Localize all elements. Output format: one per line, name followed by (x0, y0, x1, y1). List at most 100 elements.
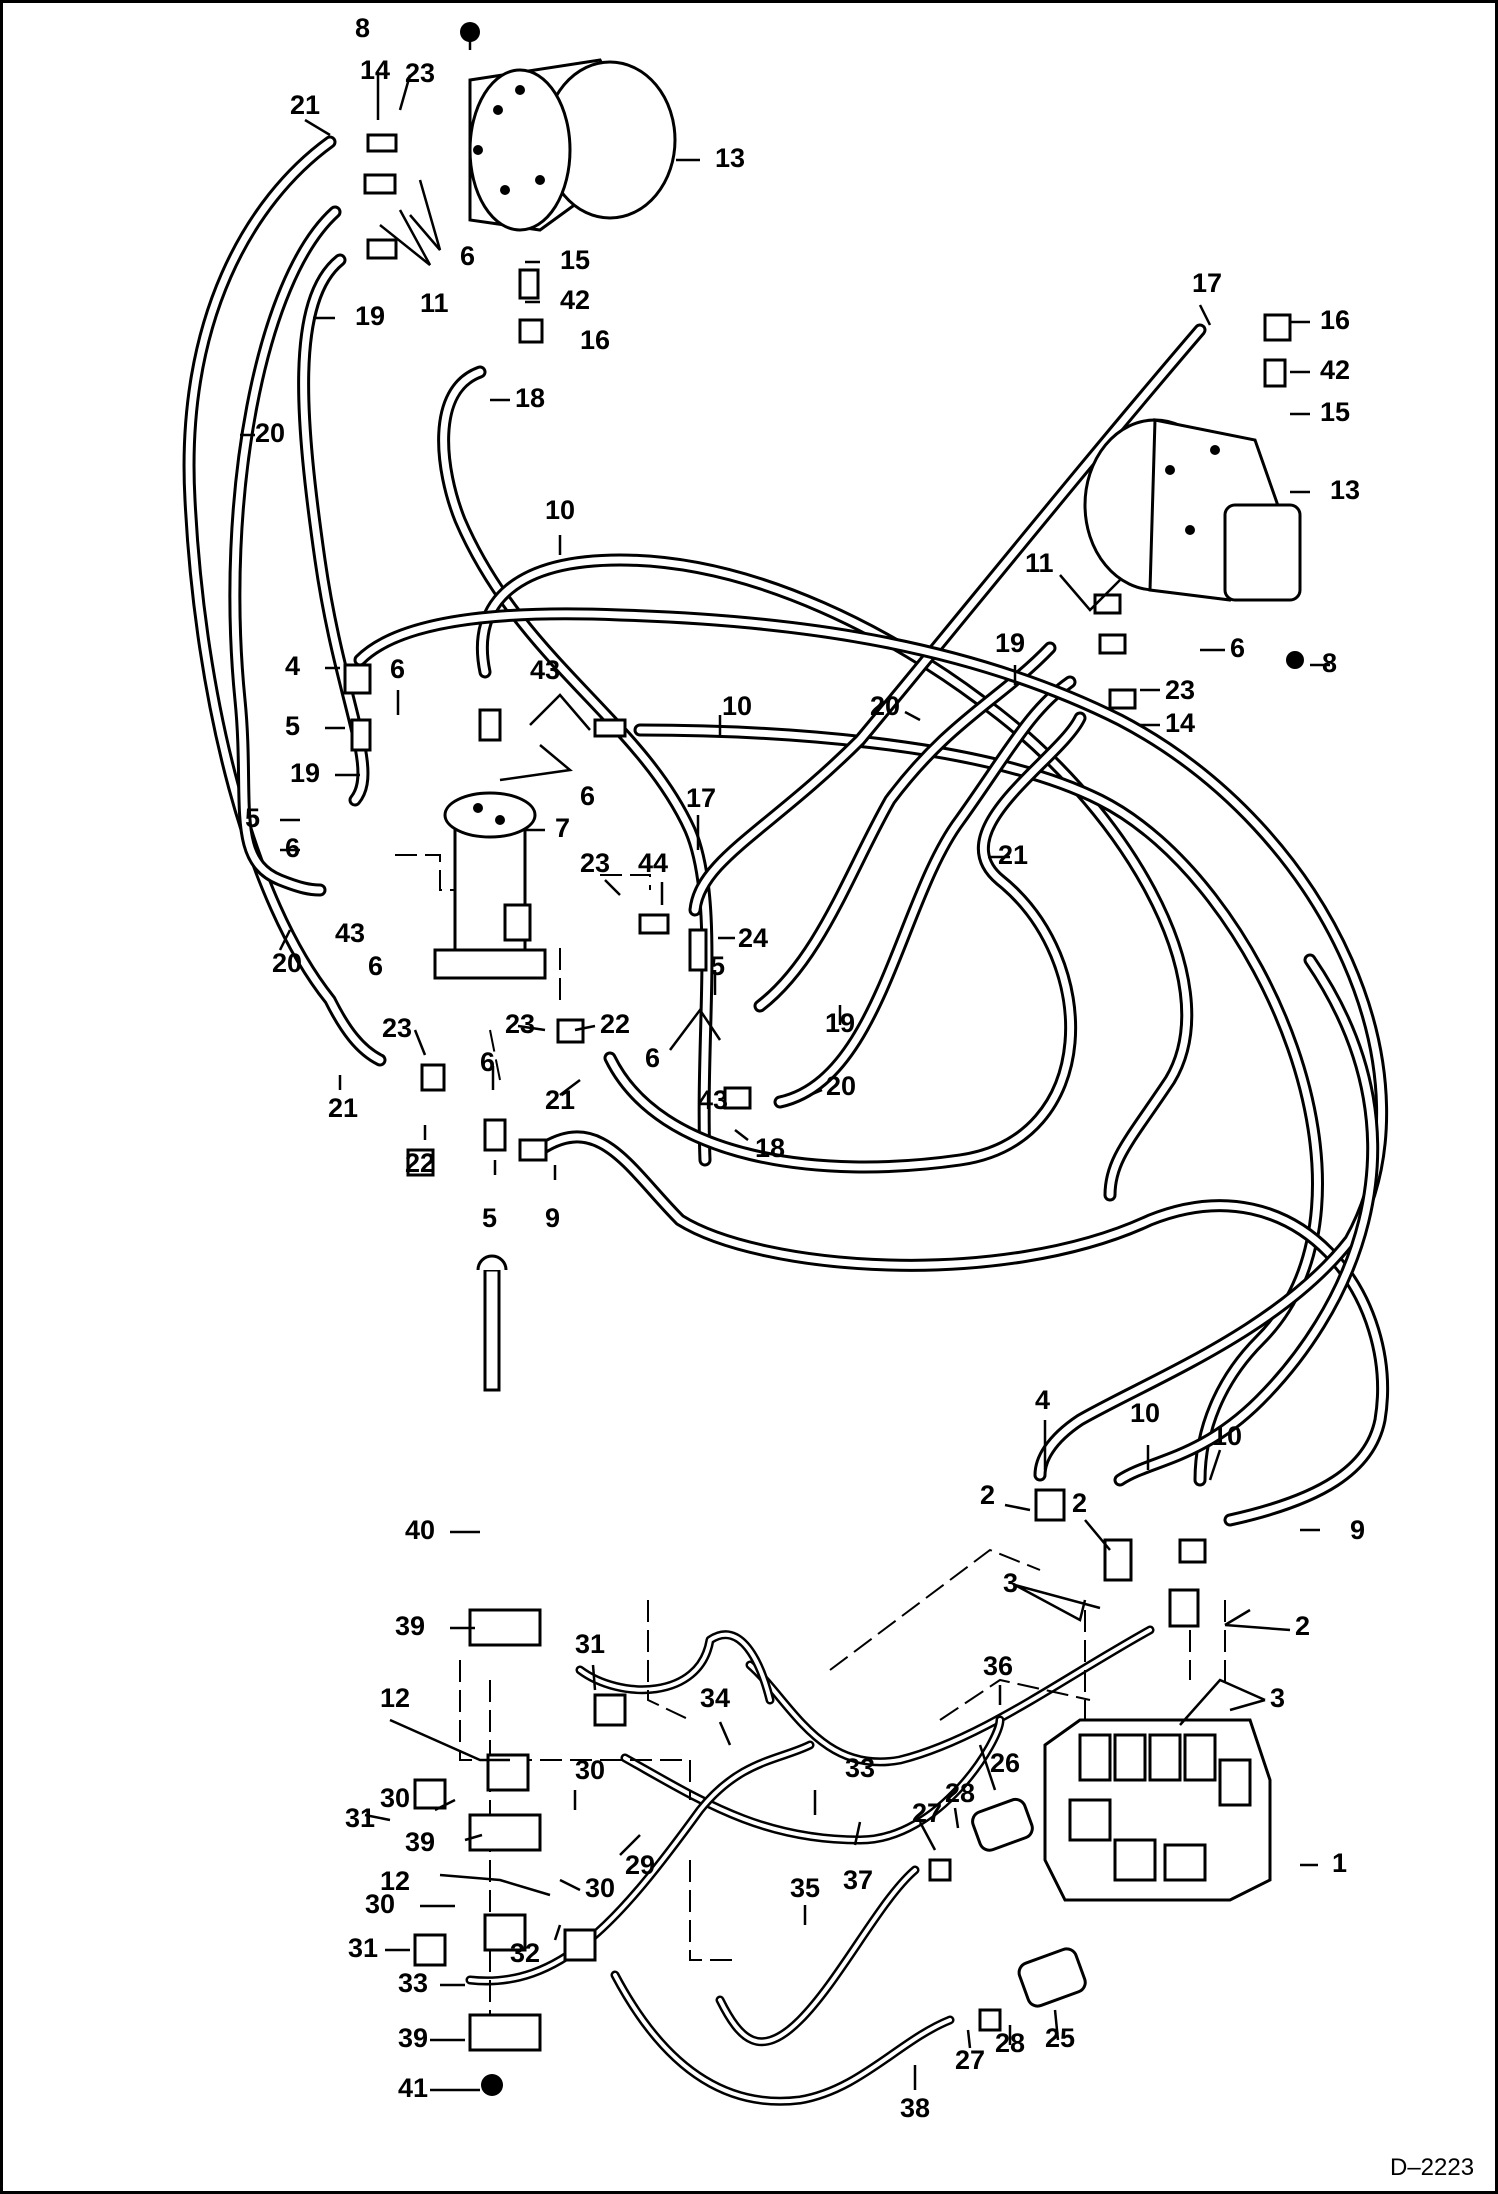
callout-29: 29 (625, 1850, 655, 1880)
callout-10: 10 (722, 691, 752, 721)
steel-line-group (465, 1625, 1155, 2106)
callout-22: 22 (405, 1148, 435, 1178)
callout-39: 39 (405, 1827, 435, 1857)
callout-14: 14 (360, 55, 390, 85)
callout-3: 3 (1270, 1683, 1285, 1713)
callout-15: 15 (560, 245, 590, 275)
callout-27: 27 (955, 2045, 985, 2075)
callout-6: 6 (1230, 633, 1245, 663)
callout-28: 28 (995, 2028, 1025, 2058)
callout-18: 18 (755, 1133, 785, 1163)
callout-6: 6 (580, 781, 595, 811)
callout-39: 39 (395, 1611, 425, 1641)
callout-12: 12 (380, 1866, 410, 1896)
callout-42: 42 (1320, 355, 1350, 385)
callout-32: 32 (510, 1938, 540, 1968)
travel-motor-left (460, 22, 677, 232)
hose-19-right (753, 641, 1057, 1013)
callout-26: 26 (990, 1748, 1020, 1778)
callout-42: 42 (560, 285, 590, 315)
callout-21: 21 (328, 1093, 358, 1123)
hose-group (182, 135, 1390, 1527)
callout-23: 23 (382, 1013, 412, 1043)
callout-2: 2 (980, 1480, 995, 1510)
callout-20: 20 (826, 1071, 856, 1101)
callout-19: 19 (995, 628, 1025, 658)
callout-31: 31 (575, 1629, 605, 1659)
callout-10: 10 (545, 495, 575, 525)
callout-11: 11 (420, 288, 449, 318)
swivel-joint (433, 791, 547, 980)
callout-18: 18 (515, 383, 545, 413)
callout-6: 6 (390, 654, 405, 684)
callout-5: 5 (710, 951, 725, 981)
bracket-parts (413, 1254, 627, 2096)
callout-19: 19 (825, 1008, 855, 1038)
callout-10: 10 (1212, 1421, 1242, 1451)
callout-6: 6 (460, 241, 475, 271)
callout-16: 16 (580, 325, 610, 355)
callout-28: 28 (945, 1778, 975, 1808)
callout-34: 34 (700, 1683, 730, 1713)
callout-7: 7 (555, 813, 570, 843)
callout-30: 30 (380, 1783, 410, 1813)
callout-31: 31 (345, 1803, 375, 1833)
callout-19: 19 (355, 301, 385, 331)
callout-19: 19 (290, 758, 320, 788)
callout-5: 5 (482, 1203, 497, 1233)
callout-21: 21 (545, 1085, 575, 1115)
callout-12: 12 (380, 1683, 410, 1713)
callout-43: 43 (698, 1085, 728, 1115)
callout-2: 2 (1295, 1611, 1310, 1641)
callout-23: 23 (405, 58, 435, 88)
callout-27: 27 (912, 1798, 942, 1828)
drawing-code: D–2223 (1390, 2154, 1474, 2181)
callout-39: 39 (398, 2023, 428, 2053)
callout-3: 3 (1003, 1568, 1018, 1598)
callout-5: 5 (245, 803, 260, 833)
callout-8: 8 (1322, 648, 1337, 678)
callout-21: 21 (290, 90, 320, 120)
control-valve (1043, 1718, 1272, 1902)
filters (928, 1797, 1087, 2032)
callout-40: 40 (405, 1515, 435, 1545)
callout-13: 13 (1330, 475, 1360, 505)
callout-9: 9 (1350, 1515, 1365, 1545)
callout-36: 36 (983, 1651, 1013, 1681)
callout-33: 33 (398, 1968, 428, 1998)
callout-22: 22 (600, 1009, 630, 1039)
leader-lines (240, 72, 1330, 2092)
callout-5: 5 (285, 711, 300, 741)
callout-15: 15 (1320, 397, 1350, 427)
callout-44: 44 (638, 848, 668, 878)
callout-43: 43 (335, 918, 365, 948)
callout-14: 14 (1165, 708, 1195, 738)
callout-6: 6 (368, 951, 383, 981)
callout-20: 20 (255, 418, 285, 448)
callout-31: 31 (348, 1933, 378, 1963)
callout-4: 4 (285, 651, 300, 681)
callout-labels: 8 14 23 21 13 6 11 19 15 42 16 18 20 17 … (245, 13, 1365, 2123)
callout-24: 24 (738, 923, 768, 953)
callout-20: 20 (272, 948, 302, 978)
travel-motor-right (1083, 418, 1304, 669)
callout-20: 20 (870, 691, 900, 721)
callout-17: 17 (686, 783, 716, 813)
callout-6: 6 (480, 1047, 495, 1077)
callout-6: 6 (645, 1043, 660, 1073)
callout-35: 35 (790, 1873, 820, 1903)
callout-8: 8 (355, 13, 370, 43)
callout-10: 10 (1130, 1398, 1160, 1428)
callout-38: 38 (900, 2093, 930, 2123)
callout-9: 9 (545, 1203, 560, 1233)
callout-11: 11 (1025, 548, 1054, 578)
callout-23: 23 (580, 848, 610, 878)
callout-4: 4 (1035, 1385, 1050, 1415)
callout-23: 23 (505, 1009, 535, 1039)
callout-25: 25 (1045, 2023, 1075, 2053)
callout-2: 2 (1072, 1488, 1087, 1518)
fittings (343, 133, 1292, 1628)
callout-13: 13 (715, 143, 745, 173)
line-34 (575, 1630, 775, 1705)
